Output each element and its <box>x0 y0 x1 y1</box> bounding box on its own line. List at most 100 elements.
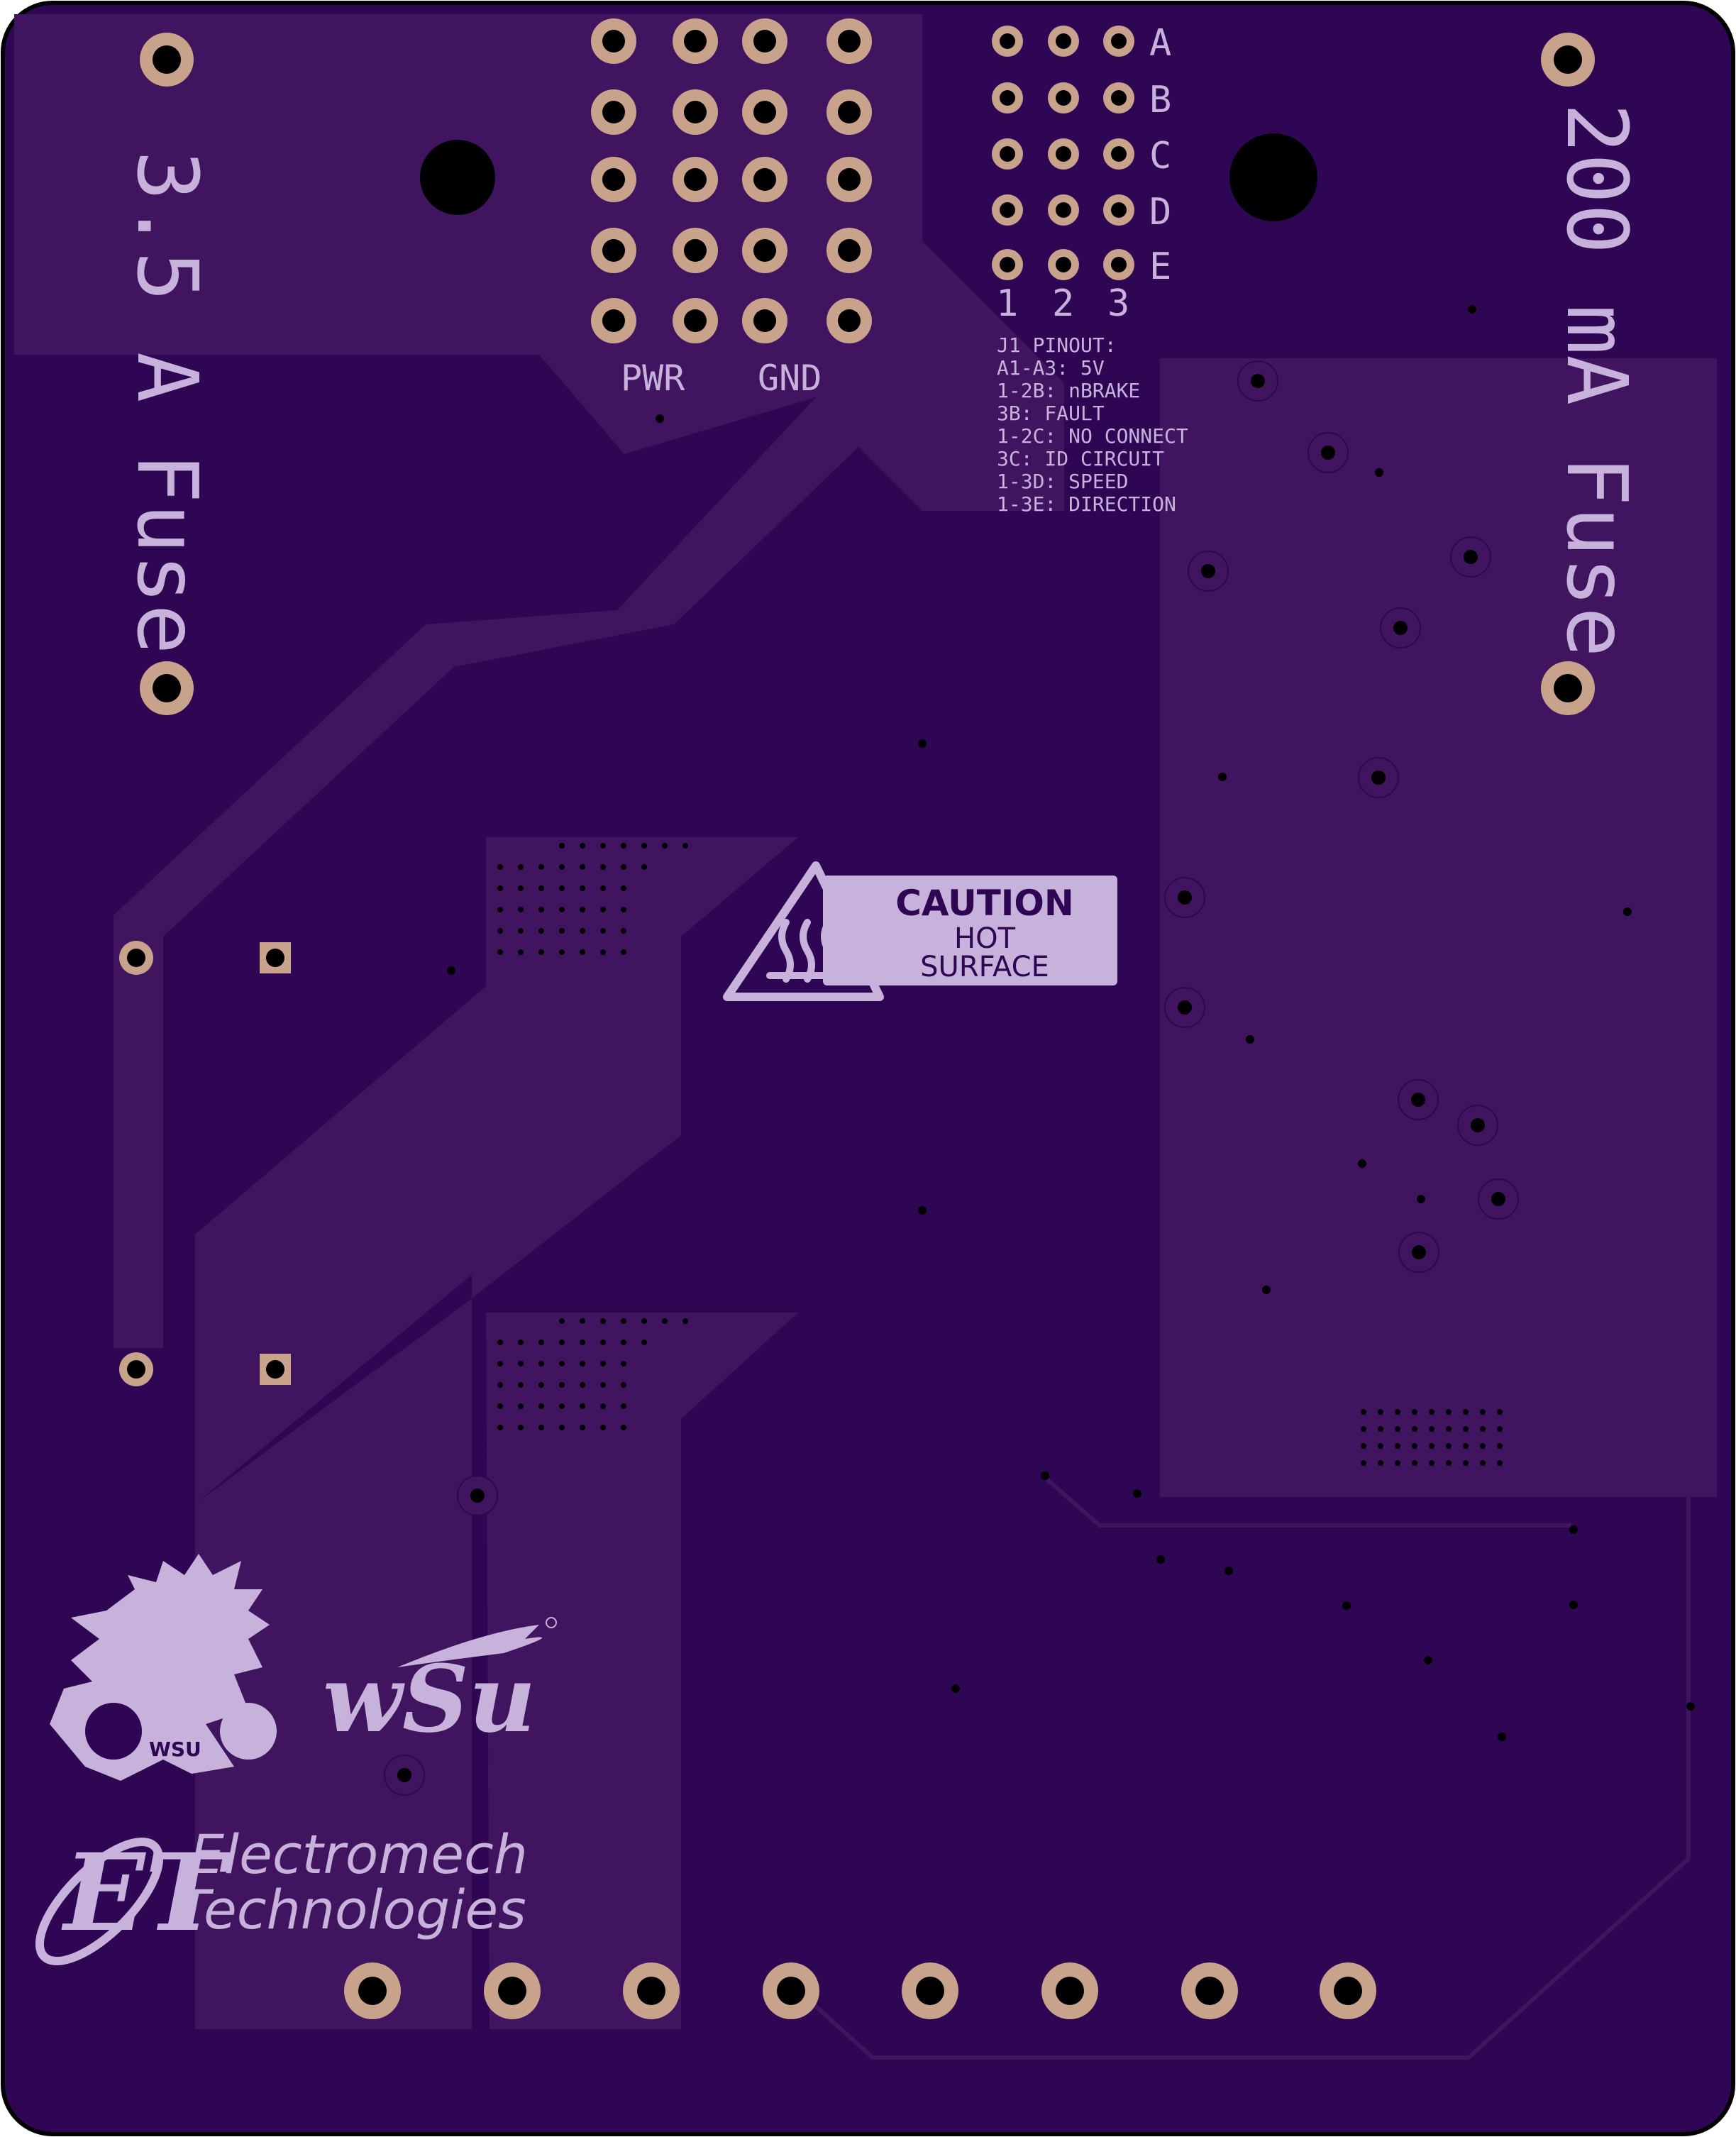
thermal-via <box>600 1361 606 1366</box>
thermal-via <box>621 864 626 870</box>
thermal-via <box>580 1425 585 1430</box>
thermal-via <box>641 1340 647 1345</box>
thermal-via <box>538 1403 544 1409</box>
thermal-via <box>1480 1409 1486 1415</box>
edge-pad <box>763 1962 819 2019</box>
pinout-line: 1-3D: SPEED <box>997 470 1128 493</box>
via-small <box>918 739 927 748</box>
header-pad <box>591 18 636 64</box>
thermal-via <box>559 1382 565 1388</box>
header-pad <box>742 157 787 202</box>
header-pad <box>742 89 787 135</box>
thermal-via <box>621 907 626 912</box>
via <box>1164 987 1205 1028</box>
connector-pad <box>992 82 1023 114</box>
thermal-via <box>538 864 544 870</box>
thermal-via <box>559 843 565 849</box>
connector-pad <box>1103 82 1134 114</box>
via-small <box>1468 305 1476 314</box>
thermal-via <box>497 907 503 912</box>
thermal-via <box>1446 1460 1452 1466</box>
header-pad <box>591 228 636 273</box>
thermal-via <box>600 1318 606 1324</box>
thermal-via <box>621 949 626 955</box>
thermal-via <box>1480 1426 1486 1432</box>
connector-row-label: D <box>1149 191 1171 233</box>
thermal-via <box>600 907 606 912</box>
fuse-left-label: 3.5 A Fuse <box>118 150 216 654</box>
traces <box>800 1474 1691 2060</box>
thermal-via <box>518 1425 524 1430</box>
thermal-via <box>580 907 585 912</box>
thermal-via <box>1463 1409 1469 1415</box>
thermal-via <box>1497 1443 1503 1449</box>
thermal-via <box>1412 1409 1417 1415</box>
thermal-via <box>559 949 565 955</box>
via-small <box>447 966 455 975</box>
thermal-via <box>662 1318 668 1324</box>
via-small <box>1133 1489 1141 1498</box>
thermal-via <box>1429 1443 1434 1449</box>
thermal-via <box>497 885 503 891</box>
thermal-via <box>600 928 606 934</box>
caution-label: CAUTION HOT SURFACE <box>723 861 1117 1001</box>
thermal-via <box>1412 1426 1417 1432</box>
via-small <box>1424 1656 1432 1664</box>
connector-pad <box>1048 26 1079 57</box>
thermal-via <box>497 949 503 955</box>
header-pad <box>742 298 787 343</box>
via-small <box>1262 1286 1271 1294</box>
thermal-via <box>580 928 585 934</box>
connector-pad <box>992 194 1023 226</box>
connector-pad <box>1048 82 1079 114</box>
thermal-via <box>1497 1460 1503 1466</box>
thermal-via <box>1361 1426 1366 1432</box>
via-small <box>1686 1702 1695 1711</box>
connector-col-label: 2 <box>1052 282 1074 325</box>
thermal-via <box>1395 1443 1400 1449</box>
via-small <box>1417 1195 1425 1203</box>
thermal-via <box>1378 1443 1383 1449</box>
header-pad <box>826 89 872 135</box>
thermal-via <box>497 1340 503 1345</box>
thermal-via <box>518 1340 524 1345</box>
thermal-via <box>1361 1409 1366 1415</box>
thermal-via <box>518 949 524 955</box>
thermal-via <box>497 1382 503 1388</box>
pinout-line: 3C: ID CIRCUIT <box>997 447 1164 470</box>
header-pad <box>673 89 718 135</box>
via <box>1307 432 1349 473</box>
company-name-line1: Electromech <box>190 1823 528 1886</box>
thermal-via <box>1361 1443 1366 1449</box>
fuse-left-pad <box>140 33 194 87</box>
edge-pad <box>484 1962 541 2019</box>
thermal-via <box>538 928 544 934</box>
pinout-line: 1-3E: DIRECTION <box>997 492 1176 516</box>
thermal-via <box>518 864 524 870</box>
thermal-via <box>497 1403 503 1409</box>
thermal-via <box>682 843 688 849</box>
thermal-via <box>559 928 565 934</box>
via <box>1164 877 1205 918</box>
pinout-line: 1-2C: NO CONNECT <box>997 424 1188 448</box>
pinout-line: 1-2B: nBRAKE <box>997 379 1140 402</box>
thermal-via <box>1480 1443 1486 1449</box>
thermal-via <box>580 885 585 891</box>
thermal-via <box>600 949 606 955</box>
caution-surface: SURFACE <box>920 951 1049 983</box>
copper-pours <box>14 14 1717 2029</box>
header-pad <box>742 18 787 64</box>
via-small <box>1623 907 1632 916</box>
company-logo: ET Electromech Technologies <box>35 1823 528 1966</box>
thermal-via <box>1463 1460 1469 1466</box>
thermal-via <box>518 1361 524 1366</box>
thermal-via <box>1412 1443 1417 1449</box>
connector-pad <box>1103 138 1134 170</box>
via <box>1398 1232 1439 1273</box>
thermal-via <box>559 1425 565 1430</box>
copper-pour-top-left <box>14 14 1064 1348</box>
connector-pad <box>1103 194 1134 226</box>
thermal-via <box>1497 1426 1503 1432</box>
thermal-via <box>559 907 565 912</box>
